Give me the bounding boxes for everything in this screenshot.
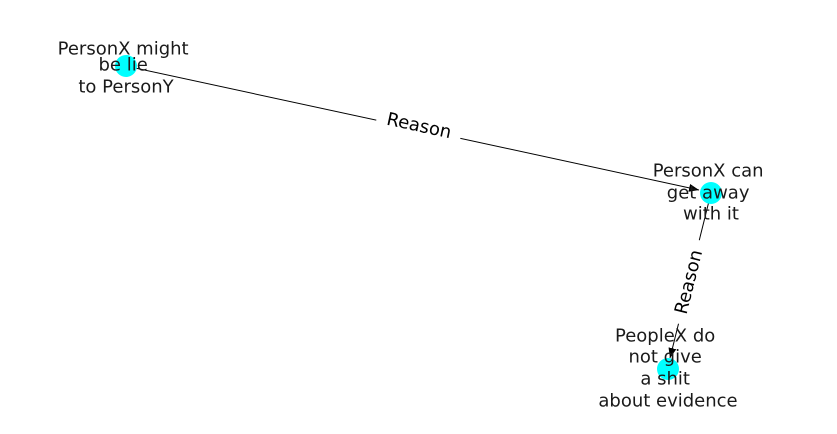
node-label: PersonX can get away with it — [653, 155, 770, 225]
node-label: PersonX might be lie to PersonY — [58, 33, 195, 98]
node-circle — [115, 55, 137, 77]
node-circle — [657, 358, 679, 380]
node-get-away: PersonX can get away with it — [653, 155, 770, 225]
node-label: PeopleX do not give a shit about evidenc… — [598, 320, 737, 412]
edge-label-background — [374, 103, 464, 149]
node-persony-lie: PersonX might be lie to PersonY — [58, 33, 195, 98]
node-no-evidence: PeopleX do not give a shit about evidenc… — [598, 320, 737, 412]
edge-label-background — [665, 236, 713, 328]
edge-reason-1: Reason — [125, 65, 700, 192]
node-circle — [700, 182, 722, 204]
